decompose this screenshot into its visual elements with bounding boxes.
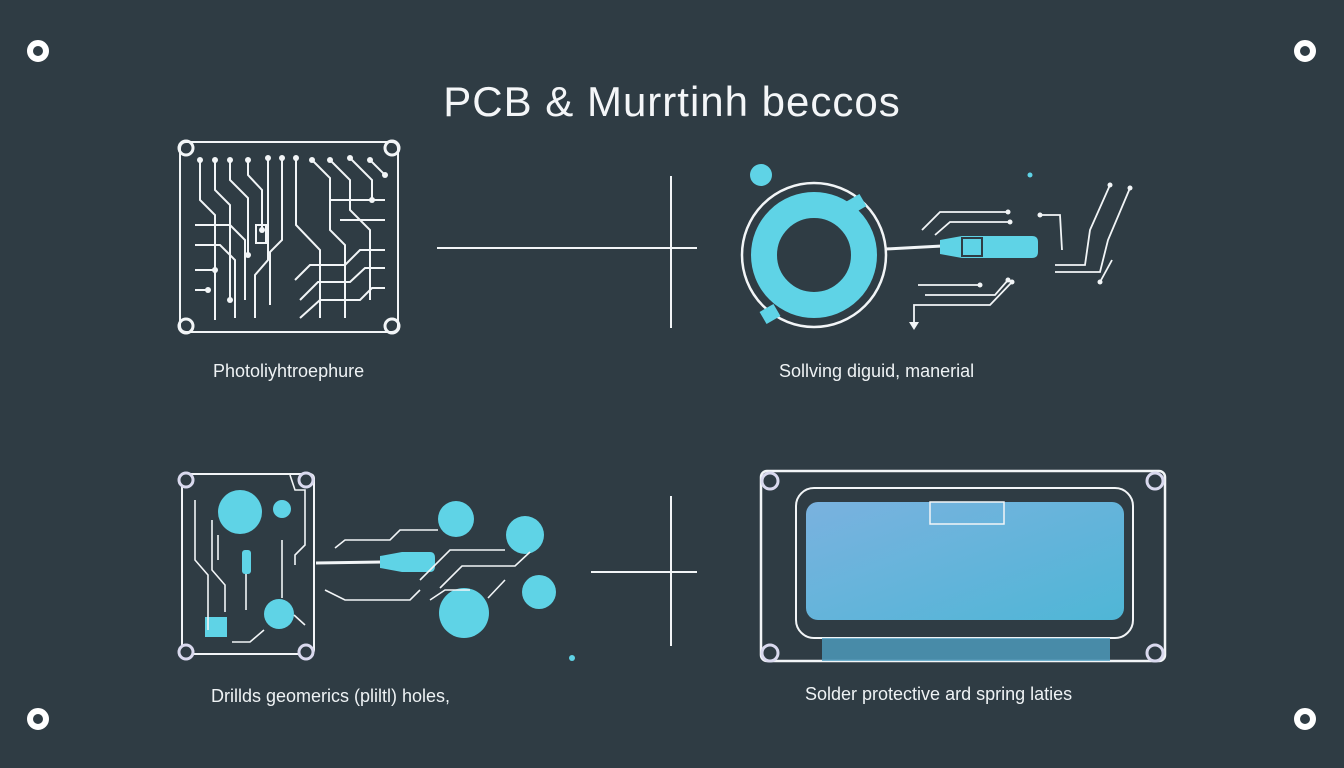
drilled-board-icon [177,471,315,661]
step-caption-solder-mask: Solder protective ard spring laties [805,684,1073,704]
signal-traces [913,184,1131,325]
step-caption-dispensing: Sollving diguid, manerial [779,361,975,381]
connector-line [591,496,697,646]
corner-ring-icon-bottom-right [1294,708,1316,730]
step-caption-photolithography: Photoliyhtroephure [213,361,365,381]
connector-line [437,176,697,328]
circuit-board-icon [177,139,401,335]
drill-bit-icon [315,501,575,661]
corner-ring-icon-top-left [27,40,49,62]
corner-ring-icon-bottom-left [27,708,49,730]
corner-ring-icon-top-right [1294,40,1316,62]
step-caption-drilling: Drillds geomerics (pliltl) holes, [211,686,451,706]
page-title: PCB & Murrtinh beccos [443,78,901,125]
ring-dispenser-icon [740,164,1038,329]
solder-mask-panel-icon [759,469,1167,663]
